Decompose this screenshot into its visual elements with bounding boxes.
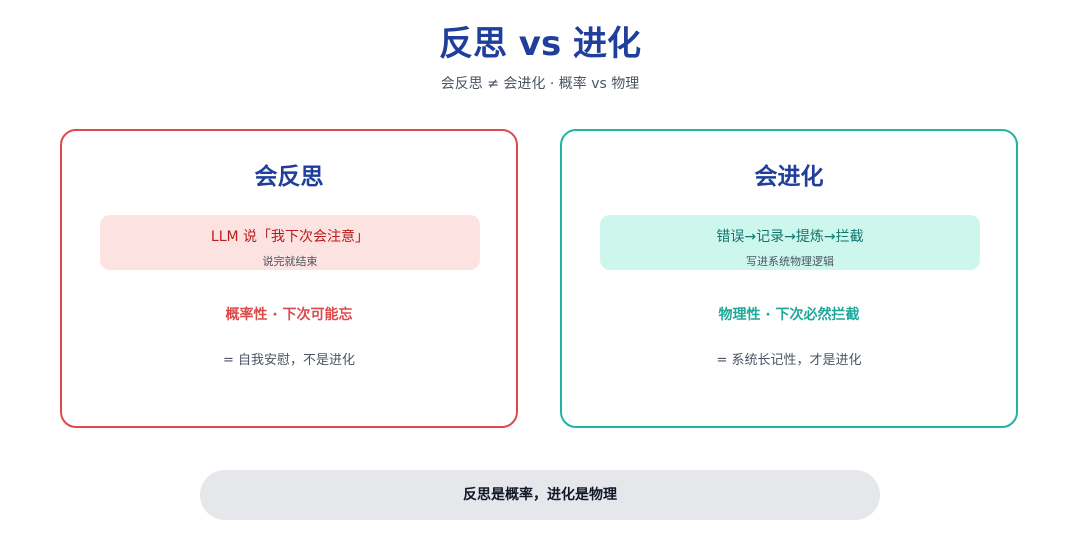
reflection-card: 会反思 LLM 说「我下次会注意」 说完就结束 概率性 · 下次可能忘 = 自我… bbox=[60, 129, 518, 428]
reflection-conclusion: = 自我安慰，不是进化 bbox=[222, 353, 356, 368]
evolution-conclusion: = 系统长记性，才是进化 bbox=[716, 353, 862, 368]
reflection-quote: LLM 说「我下次会注意」 bbox=[210, 229, 370, 245]
page-subtitle: 会反思 ≠ 会进化 · 概率 vs 物理 bbox=[440, 76, 640, 92]
evolution-quote: 错误→记录→提炼→拦截 bbox=[716, 229, 864, 245]
reflection-quote-note: 说完就结束 bbox=[262, 255, 318, 268]
evolution-quote-note: 写进系统物理逻辑 bbox=[746, 255, 834, 268]
evolution-card: 会进化 错误→记录→提炼→拦截 写进系统物理逻辑 物理性 · 下次必然拦截 = … bbox=[560, 129, 1018, 428]
reflection-card-title: 会反思 bbox=[254, 164, 324, 190]
evolution-quote-box: 错误→记录→提炼→拦截 写进系统物理逻辑 bbox=[600, 215, 980, 270]
page-title: 反思 vs 进化 bbox=[438, 24, 642, 64]
evolution-property: 物理性 · 下次必然拦截 bbox=[718, 307, 860, 323]
reflection-quote-box: LLM 说「我下次会注意」 说完就结束 bbox=[100, 215, 480, 270]
evolution-card-title: 会进化 bbox=[754, 164, 824, 190]
summary-pill: 反思是概率，进化是物理 bbox=[200, 470, 880, 520]
reflection-property: 概率性 · 下次可能忘 bbox=[225, 307, 353, 323]
